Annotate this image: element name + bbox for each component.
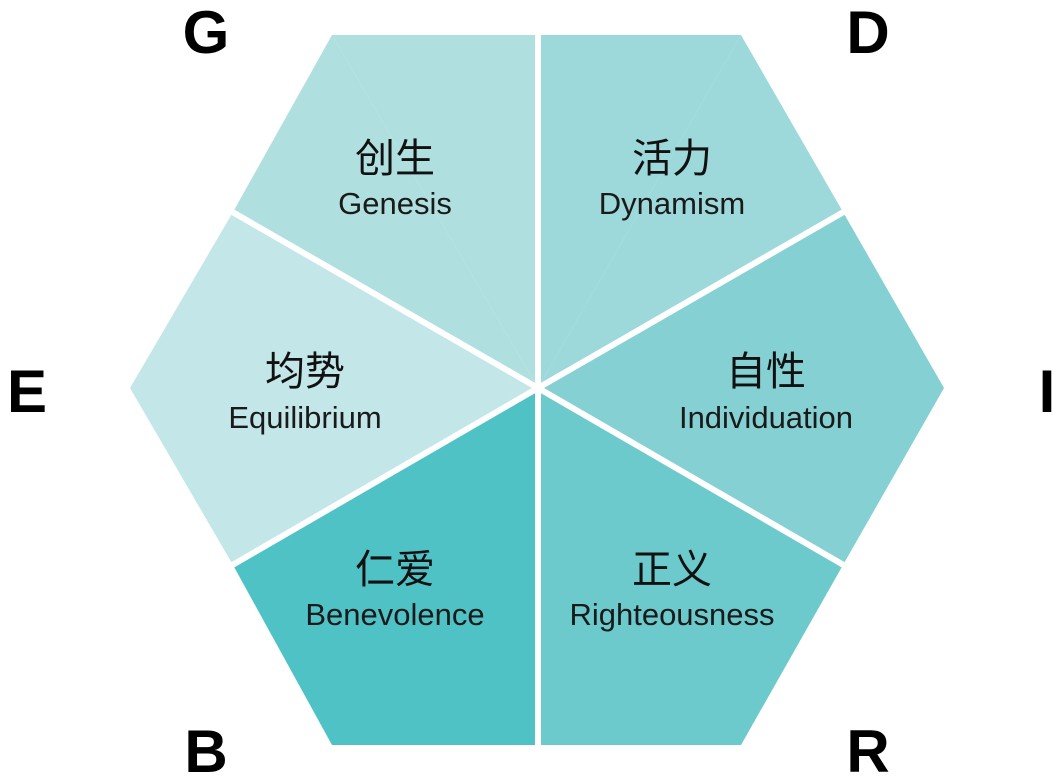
divider-upper-right xyxy=(536,207,849,391)
divider-lower-right xyxy=(536,385,849,570)
segment-benevolence-shape xyxy=(233,388,538,745)
segment-dynamism-shape-2 xyxy=(538,35,843,388)
righteousness-chinese-label: 正义 xyxy=(632,547,712,593)
righteousness-english-label: Righteousness xyxy=(569,597,774,632)
corner-letter-d: D xyxy=(846,0,889,66)
divider-lower-left xyxy=(227,385,540,570)
corner-letter-g: G xyxy=(183,0,230,66)
genesis-english-label: Genesis xyxy=(338,186,452,221)
genesis-chinese-label: 创生 xyxy=(355,136,435,182)
individuation-english-label: Individuation xyxy=(679,400,853,435)
segment-individuation-shape xyxy=(538,212,944,565)
divider-upper-left xyxy=(227,207,540,391)
dynamism-chinese-label: 活力 xyxy=(632,136,712,182)
equilibrium-english-label: Equilibrium xyxy=(228,400,381,435)
corner-letter-r: R xyxy=(846,718,889,781)
corner-letter-i: I xyxy=(1039,358,1056,425)
equilibrium-chinese-label: 均势 xyxy=(265,349,345,395)
dynamism-english-label: Dynamism xyxy=(599,186,745,221)
segment-righteousness-shape xyxy=(538,388,843,745)
benevolence-chinese-label: 仁爱 xyxy=(355,547,435,593)
segment-equilibrium-shape xyxy=(130,212,538,565)
individuation-chinese-label: 自性 xyxy=(726,349,806,395)
benevolence-english-label: Benevolence xyxy=(305,597,484,632)
corner-letter-b: B xyxy=(184,718,227,781)
corner-letter-e: E xyxy=(7,358,47,425)
segment-genesis-shape-2 xyxy=(233,35,538,388)
